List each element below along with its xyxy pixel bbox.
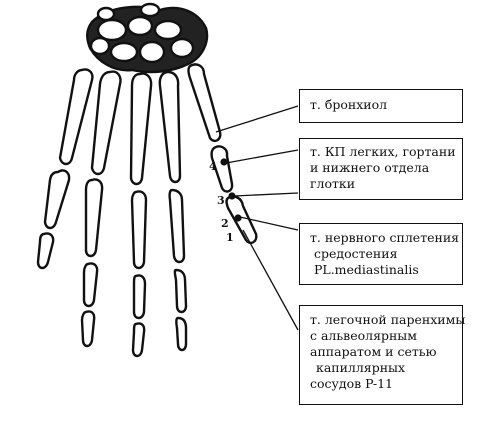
connector-mediastinal-plexus [239, 216, 299, 231]
label-line: т. бронхиол [310, 97, 388, 112]
label-line: сосудов P-11 [310, 376, 393, 391]
label-box-lung-larynx-pharynx: т. КП легких, гортани и нижнего отдела г… [299, 138, 463, 200]
connector-lines [215, 105, 299, 331]
label-line: средостения [314, 246, 398, 261]
connector-parenchyma [242, 229, 299, 331]
point-4-dot [220, 158, 228, 166]
ring-finger-bones [80, 70, 122, 348]
point-label-3: 3 [217, 194, 225, 207]
connector-lung-larynx-2 [233, 192, 299, 197]
point-label-1: 1 [226, 231, 234, 244]
label-line: глотки [310, 176, 356, 191]
point-2-dot [234, 214, 242, 222]
point-3-dot [228, 192, 236, 200]
label-line: с альвеолярным [310, 328, 417, 343]
connector-bronchioles [215, 105, 299, 133]
little-finger-bones [36, 68, 94, 270]
label-box-mediastinal-plexus: т. нервного сплетения средостения PL.med… [299, 223, 463, 285]
label-box-lung-parenchyma: т. легочной паренхимы с альвеолярным апп… [299, 305, 466, 405]
label-line: капиллярных [316, 360, 406, 375]
label-box-bronchioles: т. бронхиол [299, 89, 463, 123]
carpal-bones [86, 2, 209, 74]
label-line: т. нервного сплетения [310, 230, 460, 245]
label-line: т. легочной паренхимы [310, 312, 466, 327]
label-line: PL.mediastinalis [314, 262, 419, 277]
connector-lung-larynx [225, 149, 299, 164]
label-line: и нижнего отдела [310, 160, 430, 175]
label-line: т. КП легких, гортани [310, 144, 456, 159]
middle-finger-bones [129, 72, 153, 358]
thumb-bones [187, 63, 258, 245]
point-label-4: 4 [209, 160, 217, 173]
points [220, 158, 242, 222]
index-finger-bones [158, 70, 188, 352]
hand-bones [36, 2, 258, 358]
point-label-2: 2 [221, 217, 229, 230]
label-line: аппаратом и сетью [310, 344, 437, 359]
